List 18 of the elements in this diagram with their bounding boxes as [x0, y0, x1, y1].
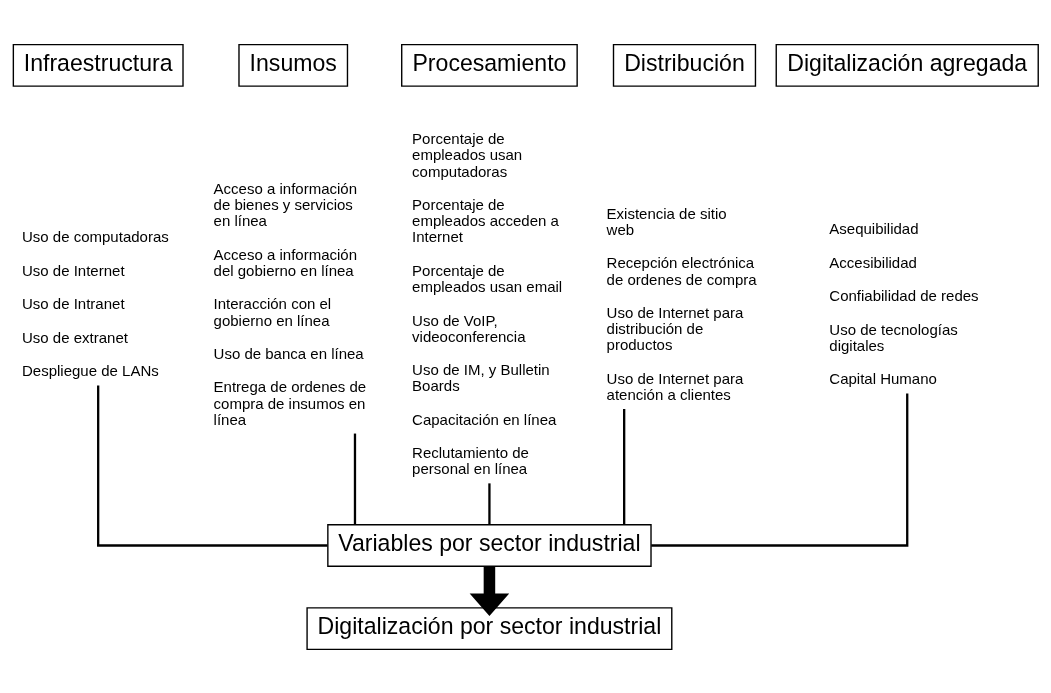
- node-text: Acceso a información de bienes y servicios en línea Acceso a información del gobierno en línea Interacción con el gobierno en línea Uso de banca en línea Entrega de ordenes de compra de insumos en línea: [213, 179, 367, 428]
- node-box: Procesamiento: [401, 43, 578, 87]
- connector: [353, 433, 357, 524]
- connector: [488, 482, 491, 525]
- connector: [651, 393, 909, 547]
- node-box: Insumos: [238, 43, 349, 87]
- node-box: Infraestructura: [12, 43, 184, 87]
- connector: [623, 408, 626, 525]
- arrow: [469, 566, 510, 616]
- connector: [97, 384, 328, 547]
- node-text: Uso de computadoras Uso de Internet Uso de Intranet Uso de extranet Despliegue de LANs: [22, 227, 169, 379]
- node-box: Distribución: [612, 43, 757, 87]
- node-box: Variables por sector industrial: [327, 523, 652, 567]
- node-text: Existencia de sitio web Recepción electrónica de ordenes de compra Uso de Internet para distribución de productos Uso de Internet para atención a clientes: [606, 204, 757, 403]
- node-box: Digitalización agregada: [775, 43, 1039, 87]
- node-box: Digitalización por sector industrial: [306, 606, 673, 650]
- node-text: Asequibilidad Accesibilidad Confiabilidad de redes Uso de tecnologías digitales Capital Humano: [829, 219, 979, 387]
- node-text: Porcentaje de empleados usan computadoras Porcentaje de empleados acceden a Internet Porcentaje de empleados usan email Uso de VoIP, videoconferencia Uso de IM, y Bulletin Boards Capacitación en línea Reclutamiento de personal en línea: [412, 129, 563, 477]
